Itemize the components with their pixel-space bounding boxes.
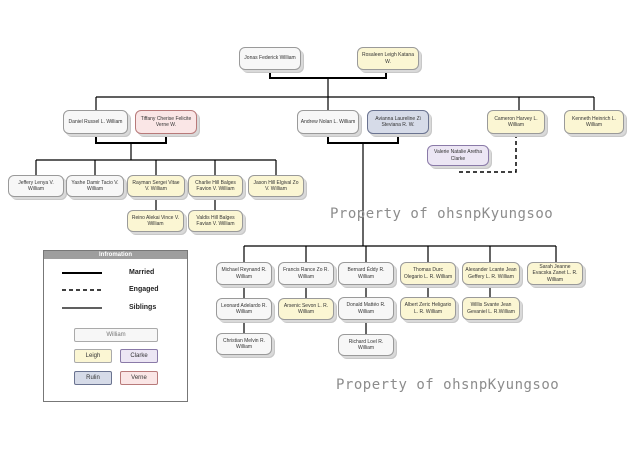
person-node-christian[interactable]: Christian Melvin R. William xyxy=(216,333,272,355)
watermark-text: Property of ohsnpKyungsoo xyxy=(336,377,560,393)
legend-line-samples xyxy=(62,272,102,309)
person-node-cameron[interactable]: Cameron Harvey L. William xyxy=(487,110,545,134)
person-node-reino[interactable]: Reino Alekai Vince V. William xyxy=(127,210,184,232)
person-node-arsenic[interactable]: Arsenic Sevon L. R. William xyxy=(278,298,334,320)
person-node-valerie[interactable]: Valerie Natalie Aretha Clarke xyxy=(427,145,489,166)
person-node-alexander[interactable]: Alexander Lcante Jean Geffery L. R. Will… xyxy=(462,262,520,285)
person-node-yashe[interactable]: Yashe Damir Tacio V. William xyxy=(66,175,124,197)
marriage-line-daniel-tiffany xyxy=(95,134,167,144)
person-node-michael[interactable]: Michael Reynand R. William xyxy=(216,262,272,285)
person-node-tiffany[interactable]: Tiffany Cherise Felicite Verne W. xyxy=(135,110,197,134)
person-node-jeffery[interactable]: Jeffery Lenya V. William xyxy=(8,175,64,197)
person-node-francis[interactable]: Francis Rance Zo R. William xyxy=(278,262,334,285)
person-node-charlie[interactable]: Charlie Hill Balges Favion V. William xyxy=(188,175,243,197)
watermark-text: Property of ohsnpKyungsoo xyxy=(330,206,554,222)
legend-swatch-leigh: Leigh xyxy=(74,349,112,363)
person-node-jonas[interactable]: Jonas Federick William xyxy=(239,47,301,70)
legend-swatch-william: William xyxy=(74,328,158,342)
engaged-line-cameron-valerie xyxy=(458,134,517,173)
person-node-willis[interactable]: Willis Svante Jean Gevaniel L. R.William xyxy=(462,297,520,320)
person-node-leonard[interactable]: Leonard Adelardo R. William xyxy=(216,298,272,320)
person-node-donald[interactable]: Donald Mattéo R. William xyxy=(338,297,394,320)
legend-married-label: Married xyxy=(129,269,155,276)
person-node-richard[interactable]: Richard Loel R. William xyxy=(338,334,394,356)
person-node-andrew[interactable]: Andrew Nolan L. William xyxy=(297,110,359,134)
person-node-daniel[interactable]: Daniel Russel L. William xyxy=(63,110,128,134)
person-node-rayman[interactable]: Rayman Sergei Vitae V. William xyxy=(127,175,185,197)
person-node-valdis[interactable]: Valdis Hill Balges Favian V. William xyxy=(188,210,243,232)
person-node-jason[interactable]: Jason Hill Elgival Zo V. William xyxy=(248,175,304,197)
person-node-kenneth[interactable]: Kenneth Heinrich L. William xyxy=(564,110,624,134)
legend-engaged-label: Engaged xyxy=(129,286,159,293)
legend-siblings-label: Siblings xyxy=(129,304,157,311)
marriage-line-andrew-avianna xyxy=(327,134,399,144)
legend-title: Infromation xyxy=(44,251,187,259)
legend-panel: Infromation Married Engaged Siblings Wil… xyxy=(43,250,188,402)
legend-swatch-rulin: Rulin xyxy=(74,371,112,385)
person-node-avianna[interactable]: Avianna Laureline Zi Steviana R. W. xyxy=(367,110,429,134)
legend-swatch-verne: Verne xyxy=(120,371,158,385)
legend-swatch-clarke: Clarke xyxy=(120,349,158,363)
person-node-rosaleen[interactable]: Rosaleen Leigh Katana W. xyxy=(357,47,419,70)
person-node-sarah[interactable]: Sarah Jeanne Evacska Zanet L. R. William xyxy=(527,262,583,285)
person-node-thomas[interactable]: Thomas Durc Olegario L. R. William xyxy=(400,262,456,285)
marriage-line-jonas-rosaleen xyxy=(269,70,387,79)
person-node-bernard[interactable]: Bernard Éddy R. William xyxy=(338,262,394,285)
person-node-albert[interactable]: Albert Zeric Heligario L. R. William xyxy=(400,297,456,320)
